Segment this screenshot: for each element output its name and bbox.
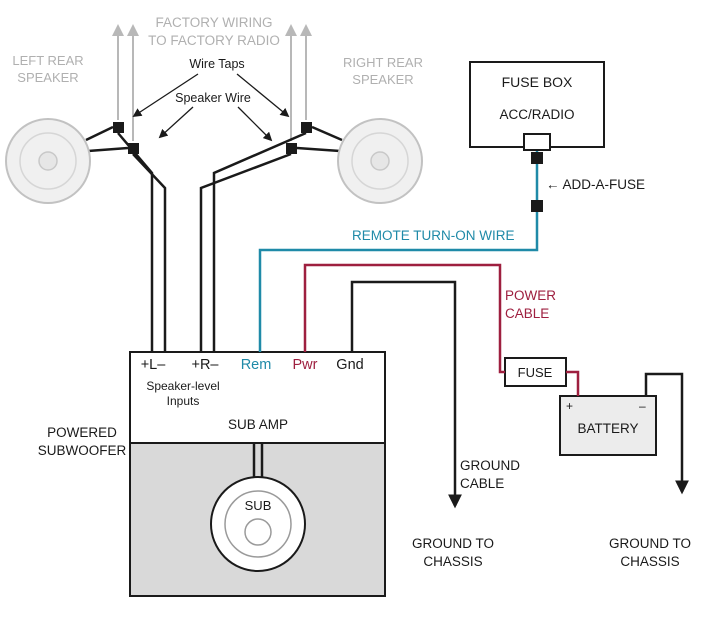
right-rear-speaker-icon (337, 118, 423, 204)
battery-box (559, 395, 657, 456)
speaker-level-line2: Inputs (166, 394, 200, 408)
ground-cable-line1: GROUND (460, 458, 520, 473)
sub-driver-icon (210, 476, 306, 572)
speaker-cone-mid (19, 132, 77, 190)
add-a-fuse-text: ADD-A-FUSE (562, 177, 646, 192)
right-speaker-line2: SPEAKER (352, 72, 414, 87)
speaker-wire-label: Speaker Wire (175, 91, 251, 105)
ground-cable-label: GROUND CABLE (460, 457, 520, 493)
factory-wiring-line1: FACTORY WIRING (155, 15, 273, 30)
amp-terminal-ground: Gnd (336, 357, 364, 373)
right-rear-speaker-label: RIGHT REAR SPEAKER (343, 54, 423, 88)
left-rear-speaker-icon (5, 118, 91, 204)
acc-radio-label: ACC/RADIO (499, 107, 575, 122)
wire-tap-icon (301, 122, 312, 133)
power-cable-wire (303, 263, 505, 374)
amp-terminal-remote: Rem (240, 357, 272, 373)
wire-tap-icon (113, 122, 124, 133)
battery-label: BATTERY (577, 421, 639, 436)
fuse-box (469, 61, 605, 148)
speaker-wire-left-2 (132, 153, 167, 352)
wire-taps-pointer-arrow (132, 73, 199, 117)
amp-terminal-right: +R– (191, 357, 219, 373)
speaker-level-inputs-label: Speaker-level Inputs (146, 379, 219, 409)
speaker-dust-cap (38, 151, 58, 171)
factory-wiring-label: FACTORY WIRING TO FACTORY RADIO (148, 14, 280, 50)
speaker-lead-wire (311, 125, 343, 142)
ground-to-chassis-left-label: GROUND TO CHASSIS (412, 535, 494, 571)
powered-subwoofer-line1: POWERED (47, 425, 117, 440)
wire-taps-label: Wire Taps (189, 57, 245, 71)
left-speaker-line2: SPEAKER (17, 70, 79, 85)
sub-dust-cap (244, 518, 272, 546)
fuse-box-title: FUSE BOX (501, 74, 573, 90)
remote-turn-on-label: REMOTE TURN-ON WIRE (352, 228, 515, 243)
speaker-wire-pointer-arrow (158, 106, 194, 139)
speaker-wire-right-2 (199, 152, 292, 352)
add-a-fuse-icon (531, 152, 543, 164)
speaker-wire-right-1 (212, 131, 307, 352)
amp-box (129, 351, 386, 444)
wire-tap-icon (286, 143, 297, 154)
speaker-cone-mid (351, 132, 409, 190)
speaker-lead-wire (296, 146, 341, 153)
add-a-fuse-icon (531, 200, 543, 212)
ground-chassis-right-line2: CHASSIS (620, 554, 680, 569)
speaker-lead-wire (87, 146, 129, 153)
wire-taps-pointer-arrow (236, 73, 290, 118)
power-cable-label: POWER CABLE (505, 287, 556, 323)
battery-ground-wire (644, 372, 689, 495)
right-speaker-line1: RIGHT REAR (343, 55, 423, 70)
left-rear-speaker-label: LEFT REAR SPEAKER (12, 52, 83, 86)
speaker-dust-cap (370, 151, 390, 171)
inline-fuse-label: FUSE (517, 365, 553, 380)
add-a-fuse-label: ← ADD-A-FUSE (546, 176, 645, 193)
amp-terminal-left: +L– (140, 357, 166, 373)
ground-chassis-right-line1: GROUND TO (608, 536, 692, 551)
left-arrow-icon: ← (546, 177, 560, 192)
amp-terminal-power: Pwr (292, 357, 318, 373)
power-cable-wire-to-battery (566, 370, 580, 396)
speaker-level-line1: Speaker-level (146, 379, 220, 393)
amp-ground-wire (350, 280, 462, 509)
speaker-wire-pointer-arrow (237, 106, 273, 142)
ground-to-chassis-right-label: GROUND TO CHASSIS (609, 535, 691, 571)
ground-chassis-left-line1: GROUND TO (411, 536, 495, 551)
speaker-lead-wire (85, 125, 114, 142)
speaker-wire-left-1 (117, 132, 154, 352)
ground-cable-line2: CABLE (460, 476, 505, 491)
wire-tap-icon (128, 143, 139, 154)
powered-subwoofer-line2: SUBWOOFER (37, 443, 127, 458)
sub-cone-mid (224, 490, 292, 558)
power-cable-line2: CABLE (505, 306, 550, 321)
sub-amp-label: SUB AMP (227, 417, 289, 432)
power-cable-line1: POWER (505, 288, 557, 303)
powered-subwoofer-label: POWERED SUBWOOFER (38, 424, 127, 460)
acc-radio-fuse-slot (523, 133, 551, 151)
left-speaker-line1: LEFT REAR (12, 53, 84, 68)
factory-wiring-line2: TO FACTORY RADIO (148, 33, 280, 48)
ground-chassis-left-line2: CHASSIS (423, 554, 483, 569)
battery-plus-label: + (566, 399, 574, 413)
sub-label: SUB (244, 498, 272, 513)
battery-minus-label: – (639, 399, 646, 413)
